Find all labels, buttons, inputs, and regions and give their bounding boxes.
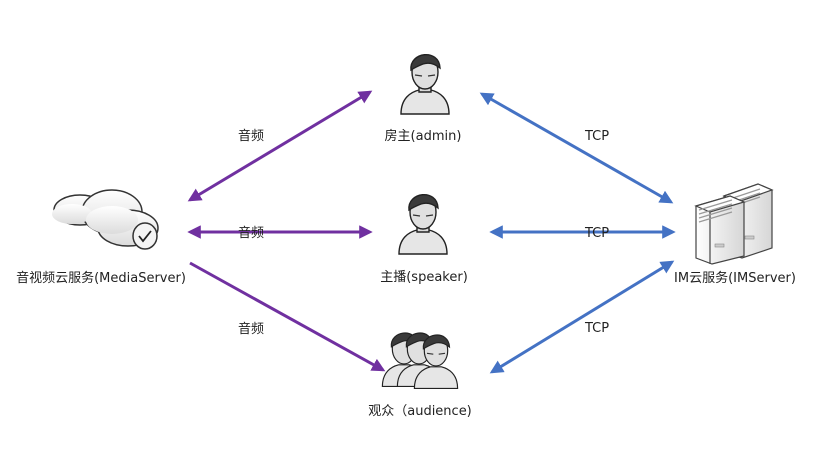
edge-label-im-audience: TCP bbox=[584, 321, 609, 336]
edge-media-admin: 音频 bbox=[187, 90, 373, 202]
edge-label-im-admin: TCP bbox=[584, 129, 609, 144]
edge-media-speaker: 音频 bbox=[187, 225, 373, 241]
media-server-node: 音视频云服务(MediaServer) bbox=[16, 189, 186, 286]
user-icon bbox=[398, 193, 448, 255]
admin-label: 房主(admin) bbox=[385, 128, 462, 144]
im-server-label: IM云服务(IMServer) bbox=[674, 270, 796, 286]
media-server-label: 音视频云服务(MediaServer) bbox=[16, 270, 186, 286]
user-icon bbox=[400, 53, 450, 115]
user-group-icon bbox=[381, 332, 459, 389]
edge-label-media-admin: 音频 bbox=[238, 128, 264, 144]
audience-label: 观众（audience) bbox=[368, 404, 472, 419]
speaker-label: 主播(speaker) bbox=[380, 270, 468, 285]
edge-media-audience: 音频 bbox=[189, 261, 386, 372]
audience-node: 观众（audience) bbox=[368, 332, 472, 419]
im-server-node: IM云服务(IMServer) bbox=[674, 183, 796, 286]
cloud-check-icon bbox=[52, 189, 159, 250]
edge-label-media-speaker: 音频 bbox=[238, 225, 264, 241]
edge-im-speaker: TCP bbox=[489, 225, 676, 241]
admin-node: 房主(admin) bbox=[385, 53, 462, 144]
edge-im-audience: TCP bbox=[489, 260, 675, 374]
edge-label-media-audience: 音频 bbox=[238, 321, 264, 337]
edge-im-admin: TCP bbox=[479, 92, 674, 204]
edge-label-im-speaker: TCP bbox=[584, 226, 609, 241]
speaker-node: 主播(speaker) bbox=[380, 193, 468, 285]
server-stack-icon bbox=[694, 183, 774, 265]
